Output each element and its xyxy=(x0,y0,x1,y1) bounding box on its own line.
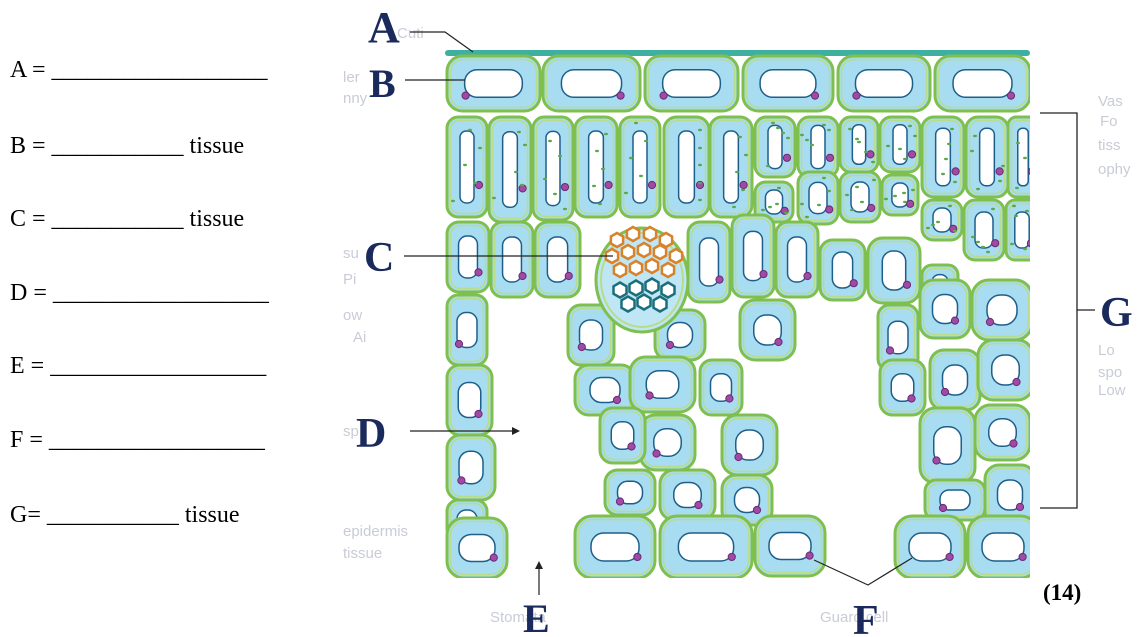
faint-text-6: ophy xyxy=(1098,161,1131,178)
cells-group xyxy=(447,56,1038,578)
leaf-cell xyxy=(447,295,487,365)
leaf-cell xyxy=(880,117,920,172)
label-a: A xyxy=(368,3,400,52)
faint-text-10: Ai xyxy=(353,329,366,346)
leaf-cell xyxy=(489,117,531,222)
leaf-cell xyxy=(535,222,580,297)
faint-text-0: Cuti xyxy=(397,25,424,42)
leaf-cell xyxy=(700,360,742,415)
leaf-cell xyxy=(880,360,925,415)
leaf-cell xyxy=(732,215,774,297)
leaf-cell xyxy=(543,56,640,111)
leaf-cell xyxy=(1006,200,1038,260)
faint-text-15: epidermis xyxy=(343,523,408,540)
leaf-cell xyxy=(447,117,487,217)
cuticle-layer xyxy=(445,50,1030,56)
faint-text-12: Lo xyxy=(1098,342,1115,359)
leaf-cell xyxy=(978,340,1033,400)
faint-text-1: ler xyxy=(343,69,360,86)
leaf-cell xyxy=(882,175,918,215)
faint-text-13: spo xyxy=(1098,364,1122,381)
faint-text-9: ow xyxy=(343,307,362,324)
leaf-cell xyxy=(820,240,865,300)
leaf-cell xyxy=(575,117,617,217)
leaf-cell xyxy=(664,117,709,217)
leaf-cell xyxy=(895,516,965,578)
faint-text-14: Low xyxy=(1098,382,1126,399)
leaf-cell xyxy=(922,200,962,240)
faint-text-8: Pi xyxy=(343,271,356,288)
leaf-cell xyxy=(966,117,1008,197)
leaf-cell xyxy=(838,56,930,111)
leaf-cell xyxy=(920,280,970,338)
leaf-cell xyxy=(575,516,655,578)
label-e: E xyxy=(523,596,550,637)
label-b: B xyxy=(369,61,396,106)
faint-text-3: Vas xyxy=(1098,93,1123,110)
leaf-cell xyxy=(620,117,660,217)
leaf-cell xyxy=(722,415,777,475)
leaf-cell xyxy=(920,408,975,483)
leaf-cell xyxy=(660,516,752,578)
faint-text-16: tissue xyxy=(343,545,382,562)
faint-text-7: su xyxy=(343,245,359,262)
leaf-cell xyxy=(935,56,1030,111)
leaf-cell xyxy=(447,365,492,435)
leaf-cell xyxy=(840,117,878,172)
leaf-cell xyxy=(447,222,489,292)
leaf-cell xyxy=(630,357,695,412)
arrowhead-e xyxy=(535,561,543,569)
leaf-cell xyxy=(688,222,730,302)
label-c: C xyxy=(364,235,394,281)
leaf-cell xyxy=(600,408,645,463)
leaf-cell xyxy=(740,300,795,360)
leaf-cell xyxy=(798,172,838,224)
leaf-cell xyxy=(660,470,715,520)
leaf-cell xyxy=(447,56,540,111)
label-f: F xyxy=(853,598,879,637)
leaf-cell xyxy=(755,117,795,177)
vascular-bundle xyxy=(596,227,688,332)
leaf-cell xyxy=(868,238,920,303)
label-d: D xyxy=(356,411,386,457)
leaf-cell xyxy=(1008,117,1038,197)
leaf-tissue xyxy=(445,50,1038,578)
leaf-cell xyxy=(922,117,964,197)
leaf-cell xyxy=(755,516,825,576)
leaf-cell xyxy=(533,117,573,220)
leaf-cell xyxy=(972,280,1032,340)
leaf-cell xyxy=(640,415,695,470)
leaf-cell xyxy=(840,172,880,222)
leaf-cell xyxy=(968,516,1038,578)
faint-text-4: Fo xyxy=(1100,113,1118,130)
bracket-g xyxy=(1040,113,1077,508)
leaf-cell xyxy=(964,200,1004,260)
leaf-cell xyxy=(930,350,980,410)
faint-text-5: tiss xyxy=(1098,137,1121,154)
arrowhead-d xyxy=(512,427,520,435)
leaf-cell xyxy=(710,117,752,217)
leaf-cell xyxy=(605,470,655,515)
leaf-cell xyxy=(491,222,533,297)
label-g: G xyxy=(1100,290,1133,336)
leaf-cell xyxy=(447,435,495,500)
leaf-cell xyxy=(925,480,985,520)
faint-text-2: nny xyxy=(343,90,368,107)
leaf-cell xyxy=(975,405,1030,460)
leaf-cell xyxy=(645,56,738,111)
leaf-cell xyxy=(798,117,838,177)
leaf-cell xyxy=(743,56,833,111)
leaf-cell xyxy=(776,222,818,297)
leaf-cell xyxy=(447,518,507,578)
